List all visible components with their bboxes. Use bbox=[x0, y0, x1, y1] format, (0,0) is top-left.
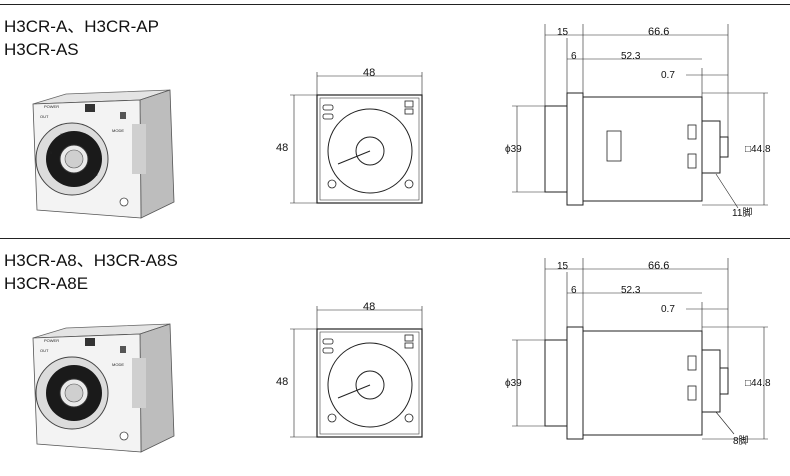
dial-tick-0: 0 bbox=[60, 133, 63, 138]
product-illustration: POWER OUT MODE 0 5 10 30 bbox=[32, 89, 175, 219]
side-view: 15 66.6 6 52.3 0.7 ϕ39 □44.8 11脚 bbox=[505, 24, 771, 219]
dial-tick-2: 10 bbox=[60, 132, 65, 137]
side-bezel-label: 6 bbox=[571, 285, 577, 296]
side-view: 15 66.6 6 52.3 0.7 ϕ39 □44.8 8脚 bbox=[505, 258, 771, 447]
side-square-label: □44.8 bbox=[745, 378, 771, 389]
front-width-label: 48 bbox=[363, 67, 375, 79]
side-overall-label: 66.6 bbox=[648, 26, 669, 38]
mode-label: MODE bbox=[112, 362, 124, 367]
side-bezel-label: 6 bbox=[571, 51, 577, 62]
front-view: 48 48 bbox=[276, 301, 423, 438]
side-pin-offset-label: 0.7 bbox=[661, 70, 675, 81]
out-label: OUT bbox=[40, 348, 49, 353]
side-body-label: 52.3 bbox=[621, 51, 641, 62]
dial-tick-6: 30 bbox=[93, 172, 98, 177]
section-title-line2: H3CR-A8E bbox=[4, 274, 89, 293]
side-diameter-label: ϕ39 bbox=[505, 144, 522, 155]
mode-label: MODE bbox=[112, 128, 124, 133]
section-title-line1: H3CR-A8、H3CR-A8S bbox=[4, 251, 178, 270]
section-title-line2: H3CR-AS bbox=[4, 40, 79, 59]
front-view: 48 48 bbox=[276, 67, 423, 204]
side-front-depth-label: 15 bbox=[557, 261, 569, 272]
side-square-label: □44.8 bbox=[745, 144, 771, 155]
section-11pin: H3CR-A、H3CR-AP H3CR-AS POWER OUT MODE 0 … bbox=[0, 4, 790, 240]
section-8pin: H3CR-A8、H3CR-A8S H3CR-A8E POWER OUT MODE bbox=[0, 238, 790, 474]
section-divider bbox=[0, 238, 790, 239]
section-title-line1: H3CR-A、H3CR-AP bbox=[4, 17, 159, 36]
out-label: OUT bbox=[40, 114, 49, 119]
top-divider bbox=[0, 4, 790, 5]
side-front-depth-label: 15 bbox=[557, 27, 569, 38]
side-body-label: 52.3 bbox=[621, 285, 641, 296]
side-pins-label: 11脚 bbox=[732, 206, 752, 219]
front-height-label: 48 bbox=[276, 376, 288, 388]
side-diameter-label: ϕ39 bbox=[505, 378, 522, 389]
side-overall-label: 66.6 bbox=[648, 260, 669, 272]
dimension-drawing: POWER OUT MODE 48 48 bbox=[32, 258, 771, 453]
side-pin-offset-label: 0.7 bbox=[661, 304, 675, 315]
product-illustration: POWER OUT MODE bbox=[32, 323, 175, 453]
front-width-label: 48 bbox=[363, 301, 375, 313]
power-label: POWER bbox=[44, 104, 59, 109]
side-pins-label: 8脚 bbox=[733, 434, 749, 447]
dial-tick-1: 5 bbox=[50, 150, 53, 155]
dimension-drawing: POWER OUT MODE 0 5 10 30 48 bbox=[32, 24, 771, 219]
front-height-label: 48 bbox=[276, 142, 288, 154]
power-label: POWER bbox=[44, 338, 59, 343]
